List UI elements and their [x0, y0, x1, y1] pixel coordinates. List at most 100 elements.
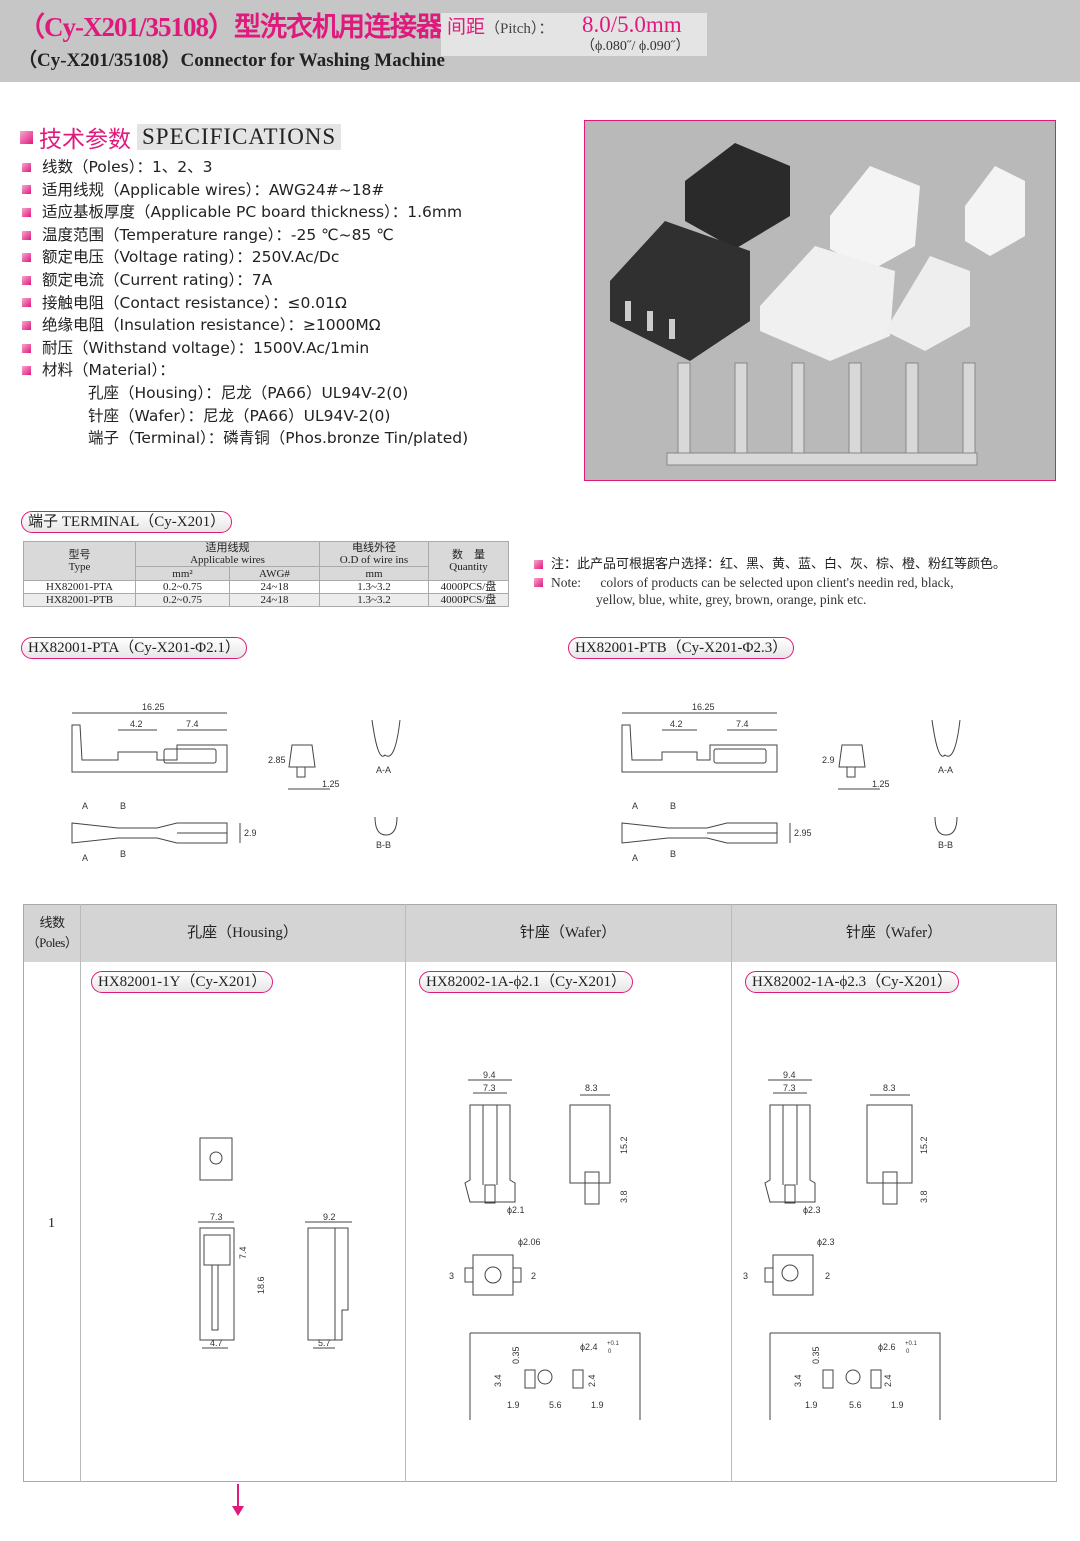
- spec-item: 额定电流（Current rating）：7A: [22, 269, 468, 292]
- dim: 8.3: [883, 1083, 896, 1093]
- dim: 4.7: [210, 1338, 223, 1348]
- dim: ϕ2.3: [803, 1205, 821, 1215]
- dim: +0.1: [607, 1341, 620, 1347]
- header-od-unit: mm: [319, 566, 429, 581]
- note-en-line1: colors of products can be selected upon …: [600, 574, 954, 590]
- dim: 9.2: [323, 1212, 336, 1222]
- cell-awg: 24~18: [229, 580, 320, 594]
- col-wafer-1: 针座（Wafer）: [519, 925, 617, 941]
- cell-type: HX82001-PTA: [23, 580, 136, 594]
- col-housing: 孔座（Housing）: [187, 925, 298, 941]
- header-awg: AWG#: [229, 566, 320, 581]
- dim-length: 16.25: [142, 702, 165, 712]
- dim-height: 2.9: [822, 755, 835, 765]
- dim-thickness: 2.9: [244, 828, 257, 838]
- col-poles-en: （Poles）: [26, 935, 78, 950]
- title-en: （Cy-X201/35108）Connector for Washing Mac…: [18, 50, 445, 71]
- cell-awg: 24~18: [229, 593, 320, 607]
- dim: 1.9: [891, 1400, 904, 1410]
- dim: 5.6: [549, 1400, 562, 1410]
- pitch-box: 间距（Pitch）： 8.0/5.0mm （ϕ.080˝/ ϕ.090˝）: [441, 13, 707, 56]
- spec-text: 适应基板厚度（Applicable PC board thickness）：1.…: [42, 203, 463, 222]
- specs-title-cn: 技术参数: [39, 127, 131, 153]
- section-b-mark: B: [120, 849, 126, 859]
- dim: 7.3: [210, 1212, 223, 1222]
- wafer1-label: HX82002-1A-ϕ2.1（Cy-X201）: [419, 971, 633, 993]
- dim: 2.4: [883, 1374, 893, 1387]
- grid-header: [23, 904, 1057, 962]
- col-poles-cn: 线数: [39, 915, 65, 930]
- header-type-en: Type: [68, 561, 91, 573]
- material-housing: 孔座（Housing）：尼龙（PA66）UL94V-2(0): [88, 383, 409, 402]
- white-wafer-2p: [760, 246, 895, 361]
- title-cn: （Cy-X201/35108）型洗衣机用连接器: [18, 12, 443, 42]
- bullet-icon: [22, 298, 31, 308]
- spec-item: 接触电阻（Contact resistance）：≤0.01Ω: [22, 292, 468, 315]
- dim: ϕ2.3: [817, 1237, 835, 1247]
- dim: 3.4: [493, 1374, 503, 1387]
- dim: 5.6: [849, 1400, 862, 1410]
- bullet-icon: [22, 207, 31, 217]
- color-note: 注：此产品可根据客户选择：红、黑、黄、蓝、白、灰、棕、橙、粉红等颜色。 Note…: [534, 556, 1006, 609]
- spec-item: 适用线规（Applicable wires）：AWG24#~18#: [22, 179, 468, 202]
- section-bb-label: B-B: [938, 840, 953, 850]
- spec-text: 温度范围（Temperature range）：-25 ℃~85 ℃: [42, 225, 394, 244]
- black-wafer: [610, 221, 750, 361]
- dim-width: 1.25: [872, 779, 890, 789]
- white-housing-2p: [830, 166, 920, 271]
- dim: 9.4: [483, 1070, 496, 1080]
- dim: 9.4: [783, 1070, 796, 1080]
- specs-title-en: SPECIFICATIONS: [137, 124, 342, 150]
- dim-thickness: 2.95: [794, 828, 812, 838]
- spec-item: 线数（Poles）：1、2、3: [22, 156, 468, 179]
- spec-item: 适应基板厚度（Applicable PC board thickness）：1.…: [22, 201, 468, 224]
- housing-drawing: 7.3 7.4 18.6 4.7 9.2 5.7: [198, 1137, 352, 1349]
- cell-mm2: 0.2~0.75: [135, 593, 230, 607]
- dim: +0.1: [905, 1341, 918, 1347]
- header-wires-en: Applicable wires: [190, 554, 265, 566]
- spec-text: 耐压（Withstand voltage）：1500V.Ac/1min: [42, 338, 370, 357]
- ptb-drawing: 16.25 4.2 7.4 A B A B 2.95 2.9 1.25 A-A …: [621, 702, 961, 863]
- header-qty-en: Quantity: [449, 561, 488, 573]
- spec-text: 额定电流（Current rating）：7A: [42, 270, 273, 289]
- dim-b: 7.4: [186, 719, 199, 729]
- dim: 3.8: [619, 1190, 629, 1203]
- white-housing-1p: [965, 166, 1025, 256]
- col-poles: 线数 （Poles）: [22, 913, 82, 953]
- bullet-icon: [22, 253, 31, 263]
- dim: 15.2: [619, 1136, 629, 1154]
- bullet-icon: [22, 185, 31, 195]
- header-type-cn: 型号: [68, 549, 91, 561]
- dim: ϕ2.4: [580, 1342, 598, 1352]
- dim-width: 1.25: [322, 779, 340, 789]
- cell-od: 1.3~3.2: [319, 580, 429, 594]
- dim: 0.35: [811, 1346, 821, 1364]
- dim: 7.3: [783, 1083, 796, 1093]
- note-en-label: Note:: [551, 574, 581, 590]
- pitch-en: （Pitch）：: [485, 21, 554, 37]
- spec-text: 适用线规（Applicable wires）：AWG24#~18#: [42, 180, 385, 199]
- dim-a: 4.2: [670, 719, 683, 729]
- cell-od: 1.3~3.2: [319, 593, 429, 607]
- header-qty-cn: 数 量: [452, 549, 485, 561]
- spec-text: 线数（Poles）：1、2、3: [42, 158, 213, 176]
- dim: 0: [608, 1349, 612, 1355]
- dim: 0: [906, 1349, 910, 1355]
- dim-a: 4.2: [130, 719, 143, 729]
- section-a-mark: A: [82, 853, 88, 863]
- spec-text: 额定电压（Voltage rating）：250V.Ac/Dc: [42, 248, 340, 267]
- dim: 3.8: [919, 1190, 929, 1203]
- spec-item: 材料（Material）：: [22, 359, 468, 382]
- dim: 3: [743, 1271, 748, 1281]
- material-terminal: 端子（Terminal）：磷青铜（Phos.bronze Tin/plated): [88, 429, 469, 448]
- white-wafer-1p: [885, 256, 970, 351]
- section-aa-label: A-A: [938, 765, 953, 775]
- wafer1-drawing: 9.4 7.3 ϕ2.1 8.3 15.2 3.8 ϕ2.06 3 2 ϕ2.4…: [449, 1070, 641, 1420]
- dim: ϕ2.6: [878, 1342, 896, 1352]
- dim: 7.4: [238, 1246, 248, 1259]
- terminal-section-label: 端子 TERMINAL（Cy-X201）: [21, 511, 233, 533]
- ptb-label: HX82001-PTB（Cy-X201-Φ2.3）: [568, 637, 795, 659]
- dim: 1.9: [507, 1400, 520, 1410]
